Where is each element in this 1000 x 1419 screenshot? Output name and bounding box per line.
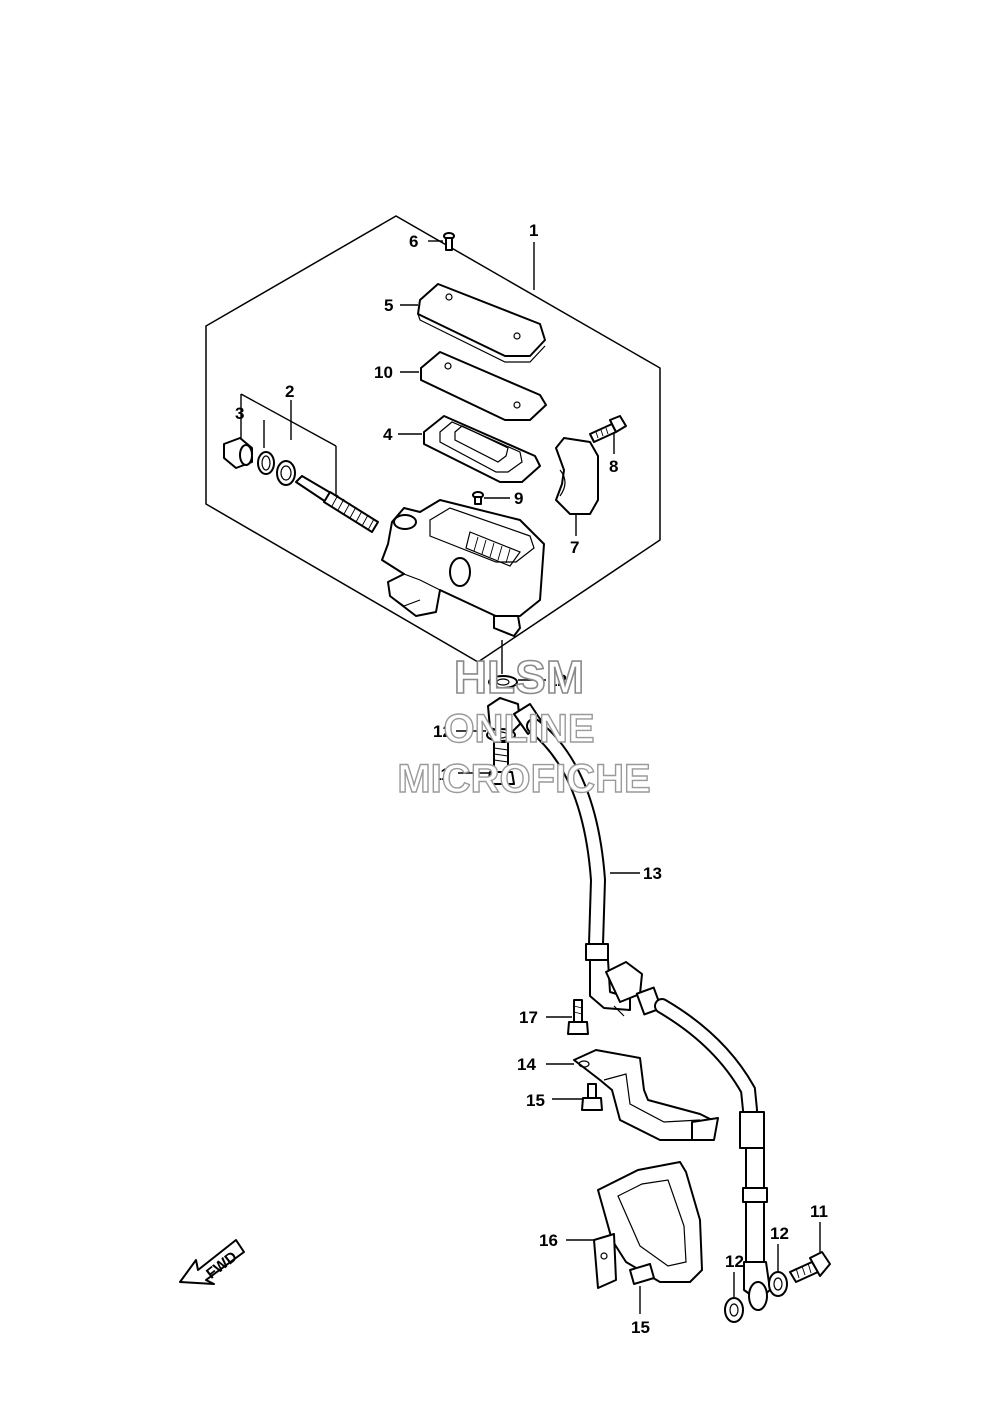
callout-15-upper: 15 bbox=[526, 1091, 545, 1110]
bolt-part-15-upper bbox=[552, 1083, 603, 1111]
callout-14: 14 bbox=[517, 1055, 536, 1074]
screw-part-9 bbox=[472, 491, 510, 505]
screw-part-6 bbox=[428, 232, 455, 251]
brake-hose-part-13 bbox=[513, 703, 771, 1311]
bolt-part-8 bbox=[589, 415, 627, 454]
callout-7: 7 bbox=[570, 538, 579, 557]
piston-set-part-2 bbox=[257, 451, 379, 533]
boot-part-3 bbox=[223, 437, 253, 469]
callout-8: 8 bbox=[609, 457, 618, 476]
callout-2: 2 bbox=[285, 382, 294, 401]
callout-15-lower: 15 bbox=[631, 1318, 650, 1337]
clamp-holder-part-7 bbox=[555, 437, 599, 536]
watermark-line-2: ONLINE bbox=[443, 707, 594, 751]
watermark-line-3: MICROFICHE bbox=[397, 757, 650, 801]
callout-12-second: 12 bbox=[433, 722, 452, 741]
lower-banjo-group bbox=[724, 1222, 831, 1323]
plate-part-10 bbox=[400, 351, 547, 421]
bracket-part-14 bbox=[546, 1049, 719, 1141]
bolt-part-15-lower bbox=[629, 1263, 655, 1314]
callout-12-lower-left: 12 bbox=[725, 1252, 744, 1271]
callout-3: 3 bbox=[235, 404, 244, 423]
callout-5: 5 bbox=[384, 296, 393, 315]
callout-4: 4 bbox=[383, 425, 393, 444]
callout-10: 10 bbox=[374, 363, 393, 382]
watermark: HLSM ONLINE MICROFICHE bbox=[397, 650, 652, 802]
diaphragm-part-4 bbox=[398, 415, 541, 483]
reservoir-cap-part-5 bbox=[400, 283, 546, 363]
callout-12-lower-right: 12 bbox=[770, 1224, 789, 1243]
bolt-part-17 bbox=[546, 999, 589, 1035]
callout-13: 13 bbox=[643, 864, 662, 883]
assembly-outline bbox=[205, 215, 661, 663]
callout-6: 6 bbox=[409, 232, 418, 251]
guide-part-16 bbox=[566, 1161, 703, 1289]
callout-16: 16 bbox=[539, 1231, 558, 1250]
watermark-line-1: HLSM bbox=[454, 651, 584, 703]
callout-9: 9 bbox=[514, 489, 523, 508]
callout-11-upper: 11 bbox=[432, 765, 450, 784]
callout-17: 17 bbox=[519, 1008, 538, 1027]
callout-11-lower: 11 bbox=[810, 1202, 828, 1221]
upper-banjo-group bbox=[456, 640, 546, 785]
callout-12-top: 12 bbox=[548, 671, 567, 690]
master-cylinder-body bbox=[381, 499, 545, 637]
piston-leaders bbox=[240, 393, 337, 500]
forward-arrow-icon: FWD bbox=[179, 1239, 245, 1285]
callout-1: 1 bbox=[529, 221, 538, 240]
callout-labels: 1 2 3 4 5 6 7 8 9 10 11 11 12 12 12 12 1… bbox=[235, 221, 828, 1337]
